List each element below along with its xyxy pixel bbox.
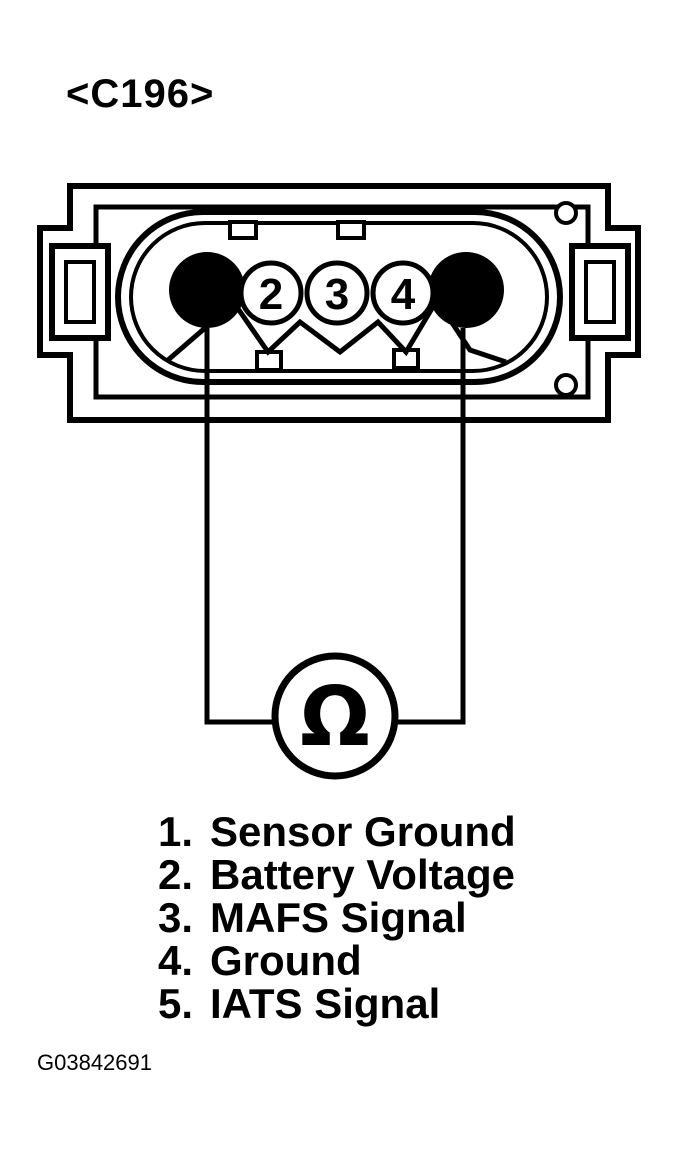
figure-code: G03842691 bbox=[37, 1050, 152, 1075]
legend-item-label: Ground bbox=[210, 937, 362, 984]
legend-item-label: Sensor Ground bbox=[210, 808, 516, 855]
legend-item-label: MAFS Signal bbox=[210, 894, 467, 941]
legend-item-number: 3. bbox=[158, 894, 194, 941]
legend-item-label: IATS Signal bbox=[210, 980, 441, 1027]
legend-item: 2. Battery Voltage bbox=[158, 853, 516, 896]
legend-item: 4. Ground bbox=[158, 939, 516, 982]
legend-item-number: 1. bbox=[158, 808, 194, 855]
key-notch-left bbox=[228, 220, 258, 240]
terminal-2 bbox=[238, 260, 304, 326]
terminal-3-label: 3 bbox=[325, 270, 349, 319]
connector-id-label: <C196> bbox=[66, 72, 215, 116]
ohmmeter-icon bbox=[271, 652, 399, 780]
terminal-4-label: 4 bbox=[391, 270, 416, 319]
ohm-symbol: Ω bbox=[300, 670, 370, 765]
legend-item-label: Battery Voltage bbox=[210, 851, 515, 898]
legend-item-number: 2. bbox=[158, 851, 194, 898]
terminal-3 bbox=[304, 260, 370, 326]
legend-item-number: 4. bbox=[158, 937, 194, 984]
legend-item: 5. IATS Signal bbox=[158, 982, 516, 1025]
terminal-4 bbox=[370, 260, 436, 326]
terminal-1 bbox=[169, 252, 245, 328]
mounting-hole-top bbox=[554, 201, 578, 225]
legend-item: 3. MAFS Signal bbox=[158, 896, 516, 939]
legend-item: 1. Sensor Ground bbox=[158, 810, 516, 853]
terminal-5 bbox=[428, 252, 504, 328]
legend-item-number: 5. bbox=[158, 980, 194, 1027]
test-lead-left bbox=[204, 328, 274, 725]
key-notch-bottom-left bbox=[255, 350, 283, 372]
terminal-2-label: 2 bbox=[259, 270, 283, 319]
key-notch-right bbox=[336, 220, 366, 240]
right-latch-slot bbox=[584, 260, 616, 324]
mounting-hole-bottom bbox=[554, 373, 578, 397]
left-latch-slot bbox=[64, 260, 96, 324]
pin-legend: 1. Sensor Ground 2. Battery Voltage 3. M… bbox=[158, 810, 516, 1025]
test-lead-right bbox=[395, 328, 466, 725]
